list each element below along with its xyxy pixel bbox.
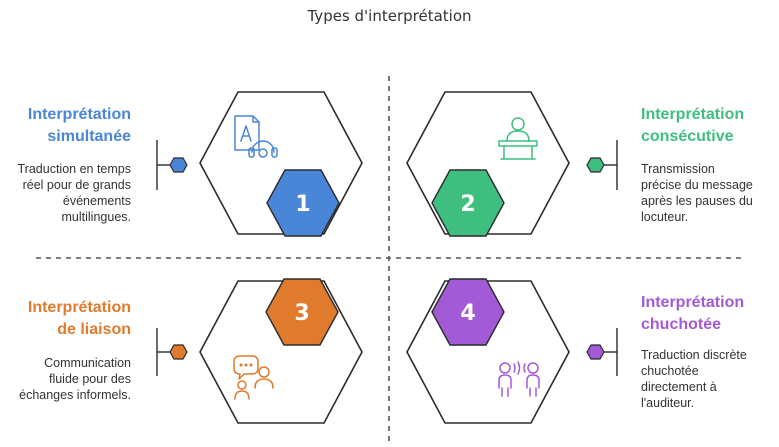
connector-4 (586, 328, 618, 376)
heading-liaison-line2: de liaison (57, 321, 131, 338)
desc-liaison: Communication fluide pour des échanges i… (0, 355, 131, 403)
number-hex-3 (265, 278, 339, 346)
heading-liaison-line1: Interprétation (27, 299, 131, 316)
desc-chuchotee-line4: l'auditeur. (641, 396, 695, 410)
hex-outline-3 (199, 280, 363, 424)
number-label-2: 2 (460, 192, 475, 217)
desc-chuchotee-line2: chuchotée (641, 364, 699, 378)
connector-3 (156, 328, 188, 376)
whisper-people-icon (498, 361, 540, 397)
heading-consecutive-line2: consécutive (641, 128, 734, 145)
desc-simultanee-line1: Traduction en temps (17, 162, 131, 176)
diagram-title: Types d'interprétation (307, 7, 472, 25)
speaker-podium-icon (498, 117, 538, 160)
hex-outline-1 (199, 91, 363, 235)
desc-liaison-line3: échanges informels. (19, 388, 131, 402)
heading-chuchotee: Interprétation chuchotée (641, 292, 776, 336)
desc-consecutive-line3: après les pauses du (641, 194, 753, 208)
number-hex-2 (431, 169, 505, 237)
desc-liaison-line2: fluide pour des (48, 372, 131, 386)
desc-simultanee-line3: événements (62, 194, 131, 208)
desc-liaison-line1: Communication (44, 356, 131, 370)
desc-consecutive-line4: locuteur. (641, 210, 689, 224)
desc-consecutive-line1: Transmission (641, 162, 715, 176)
connector-2 (586, 140, 618, 190)
desc-simultanee-line4: multilingues. (61, 210, 131, 224)
connector-1 (156, 140, 188, 190)
heading-consecutive: Interprétation consécutive (641, 104, 776, 148)
number-hex-4 (431, 278, 505, 346)
desc-simultanee: Traduction en temps réel pour de grands … (0, 161, 131, 225)
heading-simultanee: Interprétation simultanée (0, 104, 131, 148)
heading-simultanee-line1: Interprétation (27, 106, 131, 123)
chat-people-icon (233, 355, 274, 400)
number-hex-1 (266, 169, 340, 237)
desc-consecutive: Transmission précise du message après le… (641, 161, 776, 225)
desc-simultanee-line2: réel pour de grands (22, 178, 131, 192)
heading-chuchotee-line2: chuchotée (641, 316, 722, 333)
heading-chuchotee-line1: Interprétation (641, 294, 745, 311)
heading-consecutive-line1: Interprétation (641, 106, 745, 123)
hex-outline-2 (406, 91, 570, 235)
number-label-3: 3 (294, 301, 309, 326)
desc-chuchotee-line3: directement à (641, 380, 717, 394)
desc-consecutive-line2: précise du message (641, 178, 753, 192)
heading-liaison: Interprétation de liaison (0, 297, 131, 341)
number-label-1: 1 (295, 192, 310, 217)
desc-chuchotee: Traduction discrète chuchotée directemen… (641, 347, 776, 411)
number-label-4: 4 (460, 301, 475, 326)
translation-headset-icon (234, 115, 278, 158)
desc-chuchotee-line1: Traduction discrète (641, 348, 747, 362)
heading-simultanee-line2: simultanée (47, 128, 131, 145)
hex-outline-4 (406, 280, 570, 424)
